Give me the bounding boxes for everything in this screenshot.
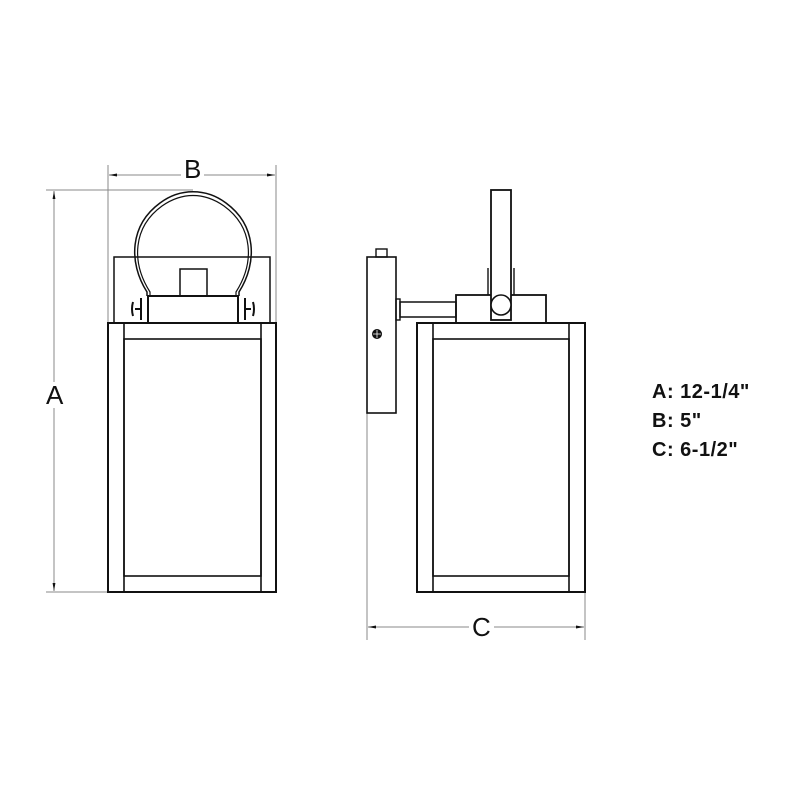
ring-handle — [134, 191, 252, 296]
front-view — [46, 165, 277, 593]
arm — [399, 301, 457, 318]
side-view — [366, 189, 586, 640]
wall-plate-nub — [375, 248, 388, 258]
left-knob — [131, 298, 142, 320]
front-frame — [107, 322, 277, 593]
legend-a: A: 12-1/4" — [652, 381, 750, 403]
dimension-a-label: A — [43, 382, 67, 408]
socket — [179, 268, 208, 297]
dimension-c-label: C — [469, 614, 494, 640]
legend-c: C: 6-1/2" — [652, 439, 739, 461]
hinge-pin — [490, 294, 512, 316]
front-glass — [123, 338, 262, 577]
right-knob — [244, 298, 255, 320]
dimension-b-label: B — [181, 156, 205, 182]
side-glass — [432, 338, 570, 577]
legend-b: B: 5" — [652, 410, 702, 432]
side-frame — [416, 322, 586, 593]
side-handle — [490, 189, 512, 321]
collar — [147, 295, 239, 324]
dimension-legend: A: 12-1/4" B: 5" C: 6-1/2" — [652, 378, 750, 465]
